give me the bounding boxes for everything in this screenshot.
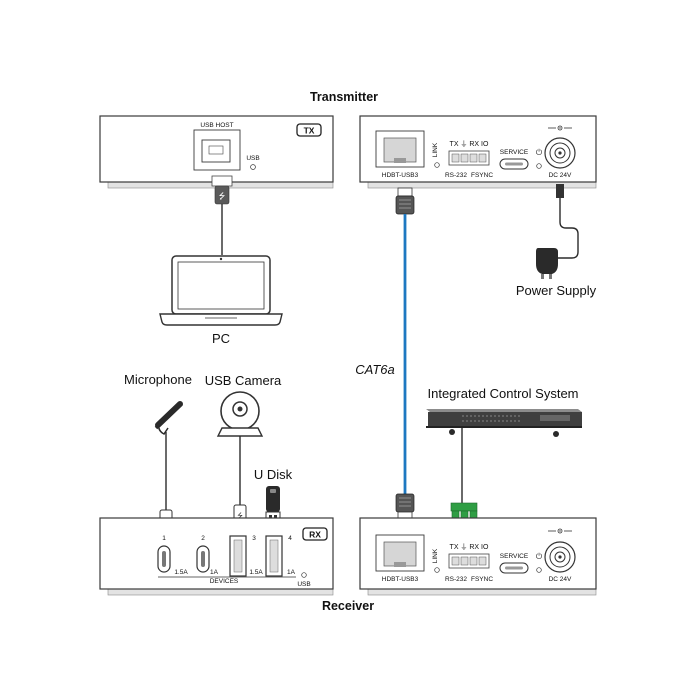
rs232-pins-label: TX ⏚ RX IO	[450, 543, 489, 551]
tx-badge-text: TX	[304, 126, 315, 136]
receiver-front-panel: RX 1 2 3 4 1.5A 1A 1.5A 1A DEVICES USB	[99, 517, 334, 596]
current-port-4: 1A	[287, 569, 296, 576]
usb-led-label: USB	[246, 155, 259, 162]
power-supply-cable	[556, 184, 579, 259]
service-label: SERVICE	[500, 553, 529, 560]
transmitter-title: Transmitter	[310, 90, 378, 104]
transmitter-rear-panel: HDBT-USB3 LINK TX ⏚ RX IO RS-232 FSYNC S…	[359, 115, 597, 189]
usb-host-port	[201, 139, 231, 163]
current-port-1: 1.5A	[174, 569, 188, 576]
devices-label: DEVICES	[210, 578, 239, 585]
pc-label: PC	[212, 331, 230, 346]
hdbt-port-frame	[375, 130, 425, 168]
fsync-label: FSYNC	[471, 172, 493, 179]
power-led-icon	[536, 567, 542, 573]
usb-host-port-frame	[193, 129, 241, 171]
control-system-icon	[426, 409, 582, 437]
pc-laptop-icon	[159, 255, 283, 326]
port-number-2: 2	[201, 535, 205, 542]
usb-cable-to-pc: ⭍	[211, 175, 233, 255]
link-led-icon	[434, 162, 440, 168]
link-label: LINK	[432, 548, 439, 563]
hdbt-label: HDBT-USB3	[382, 172, 419, 179]
dc-label: DC 24V	[549, 172, 572, 179]
hdbt-label: HDBT-USB3	[382, 576, 419, 583]
svg-text:⭍: ⭍	[237, 512, 243, 520]
rx-badge	[302, 527, 328, 541]
microphone-icon	[154, 401, 183, 435]
power-icon: ⏻	[536, 552, 543, 561]
service-label: SERVICE	[500, 149, 529, 156]
rs232-label: RS-232	[445, 172, 467, 179]
rx-badge-text: RX	[309, 530, 321, 540]
receiver-title: Receiver	[322, 599, 374, 613]
cat6a-label: CAT6a	[355, 362, 395, 377]
power-led-icon	[536, 163, 542, 169]
usb-led-icon	[301, 572, 307, 578]
usb-label: USB	[297, 581, 310, 588]
port-number-4: 4	[288, 535, 292, 542]
receiver-rear-panel: HDBT-USB3 LINK TX ⏚ RX IO RS-232 FSYNC S…	[359, 517, 597, 596]
usb-led-icon	[250, 164, 256, 170]
camera-label: USB Camera	[205, 373, 282, 388]
usb-b-connector-icon	[208, 145, 224, 155]
power-adapter-icon	[536, 248, 558, 279]
current-port-3: 1.5A	[249, 569, 263, 576]
tx-badge	[296, 123, 322, 137]
control-system-label: Integrated Control System	[427, 386, 578, 401]
rs232-label: RS-232	[445, 576, 467, 583]
port-number-1: 1	[162, 535, 166, 542]
microphone-label: Microphone	[124, 372, 192, 387]
cat6a-cable	[395, 187, 415, 521]
hdbt-port-frame	[375, 534, 425, 572]
link-label: LINK	[432, 142, 439, 157]
port-number-3: 3	[252, 535, 256, 542]
power-icon: ⏻	[536, 148, 543, 157]
usb-camera-icon	[216, 391, 264, 437]
rs232-pins-label: TX ⏚ RX IO	[450, 140, 489, 148]
current-port-2: 1A	[210, 569, 219, 576]
svg-text:⭍: ⭍	[219, 192, 226, 201]
fsync-label: FSYNC	[471, 576, 493, 583]
udisk-label: U Disk	[254, 467, 293, 482]
power-supply-label: Power Supply	[516, 283, 597, 298]
dc-label: DC 24V	[549, 576, 572, 583]
link-led-icon	[434, 567, 440, 573]
usb-host-label: USB HOST	[200, 122, 233, 129]
